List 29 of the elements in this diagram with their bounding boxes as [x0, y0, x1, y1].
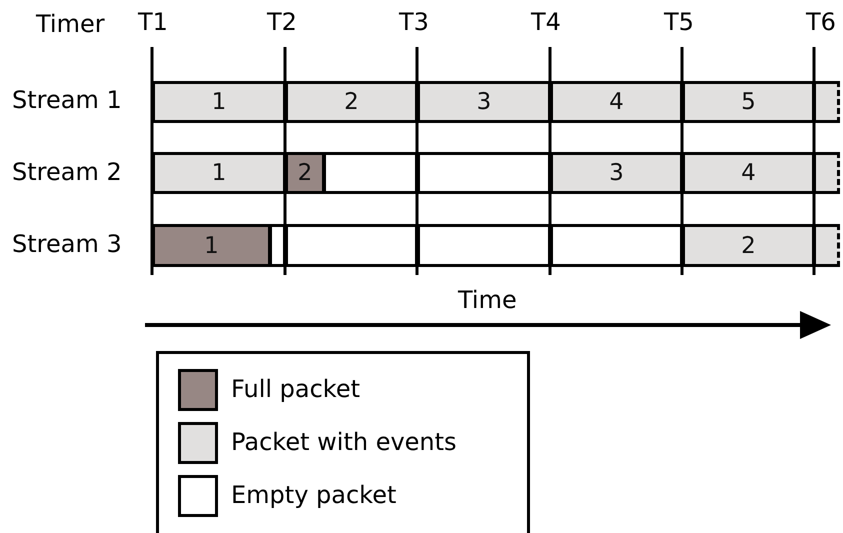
packet-box: 5 — [682, 81, 815, 123]
packet-box: 1 — [152, 224, 271, 267]
packet-box: 3 — [417, 81, 551, 123]
legend-label: Packet with events — [231, 428, 457, 456]
packet-box: 2 — [682, 224, 815, 267]
empty-packet-box — [269, 224, 286, 267]
timer-tick-label: T3 — [399, 8, 429, 36]
packet-box: 1 — [152, 152, 286, 194]
packet-box: 4 — [682, 152, 815, 194]
timer-tick-label: T5 — [664, 8, 694, 36]
timer-tick-label: T1 — [138, 8, 168, 36]
packet-box: 2 — [285, 152, 325, 194]
axis-label: Time — [458, 286, 517, 314]
legend-label: Empty packet — [231, 481, 396, 509]
legend-label: Full packet — [231, 375, 360, 403]
empty-packet-box — [813, 224, 840, 267]
packet-box: 1 — [152, 81, 286, 123]
packet-box: 3 — [550, 152, 683, 194]
packet-box: 4 — [550, 81, 683, 123]
stream-label: Stream 1 — [12, 86, 122, 114]
timer-tick-label: T4 — [531, 8, 561, 36]
empty-packet-box — [813, 81, 840, 123]
packet-box: 2 — [285, 81, 418, 123]
empty-packet-box — [813, 152, 840, 194]
timer-tick-label: T6 — [806, 8, 836, 36]
timer-tick-label: T2 — [267, 8, 297, 36]
stream-label: Stream 3 — [12, 230, 122, 258]
stream-label: Stream 2 — [12, 158, 122, 186]
timer-label: Timer — [36, 10, 105, 38]
